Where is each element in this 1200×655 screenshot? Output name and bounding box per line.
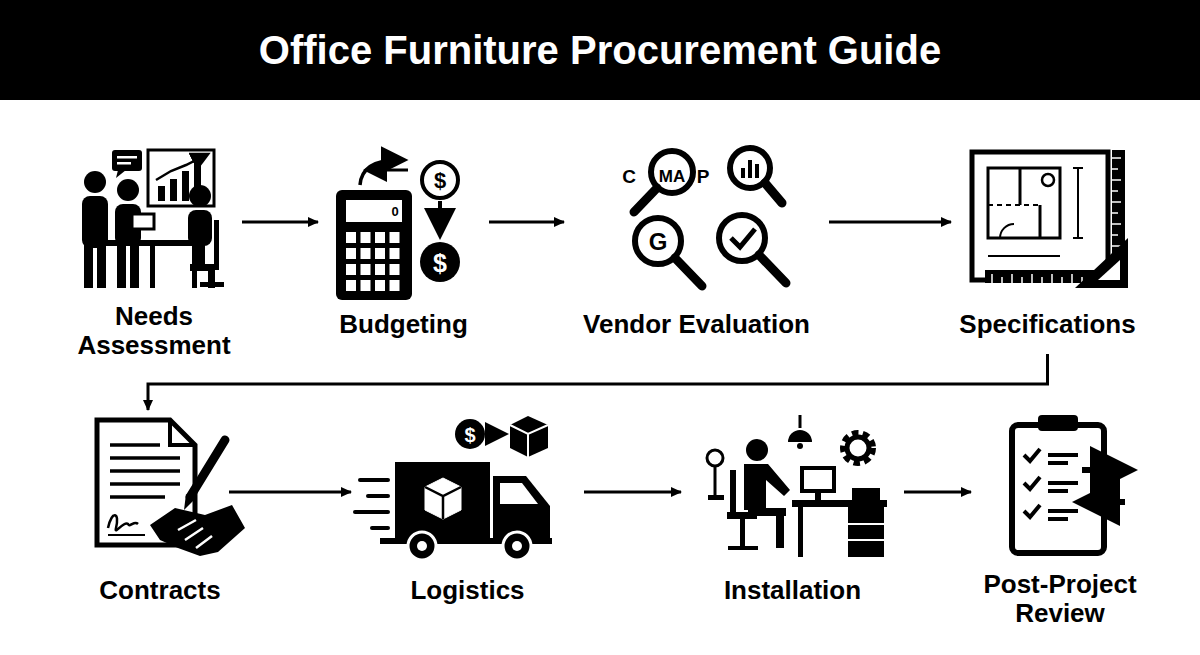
- process-step: Budgeting: [322, 140, 485, 362]
- flow-arrow: [148, 354, 1048, 410]
- process-step: Post-Project Review: [975, 412, 1145, 632]
- flow-arrow: [829, 221, 951, 224]
- icon-text: $: [464, 425, 475, 445]
- flow-arrow: [489, 221, 564, 224]
- flow-arrow: [242, 221, 318, 224]
- icon-text: $: [434, 170, 446, 192]
- calculator-icon: [336, 160, 460, 300]
- flow-arrow: [584, 491, 681, 494]
- checklist-icon: [1012, 415, 1125, 553]
- step-label: Needs Assessment: [70, 302, 238, 360]
- process-step: Contracts: [95, 412, 225, 630]
- contract-icon: [97, 420, 245, 556]
- truck-icon: [355, 416, 552, 560]
- icon-text: C: [622, 167, 636, 186]
- process-step: Installation: [685, 412, 900, 630]
- step-label: Specifications: [955, 310, 1140, 339]
- step-label: Vendor Evaluation: [568, 310, 825, 339]
- magnifier-icons: [634, 148, 786, 286]
- icon-text: G: [649, 230, 668, 254]
- flow-arrow: [229, 491, 351, 494]
- step-label: Post-Project Review: [975, 570, 1145, 628]
- workstation-icon: [707, 415, 887, 557]
- title: Office Furniture Procurement Guide: [0, 0, 1200, 100]
- step-label: Contracts: [95, 576, 225, 605]
- icon-text: $: [433, 251, 447, 276]
- process-step: Needs Assessment: [70, 140, 238, 364]
- step-label: Budgeting: [322, 310, 485, 339]
- flow-arrow: [904, 491, 971, 494]
- process-step: Vendor Evaluation: [568, 140, 825, 362]
- icon-text: MA: [659, 168, 685, 185]
- icon-text: 0: [391, 205, 398, 218]
- step-label: Logistics: [355, 576, 580, 605]
- step-label: Installation: [685, 576, 900, 605]
- blueprint-icon: [972, 150, 1128, 288]
- process-step: Specifications: [955, 140, 1140, 352]
- icon-text: P: [697, 167, 710, 186]
- meeting-icon: [82, 150, 224, 288]
